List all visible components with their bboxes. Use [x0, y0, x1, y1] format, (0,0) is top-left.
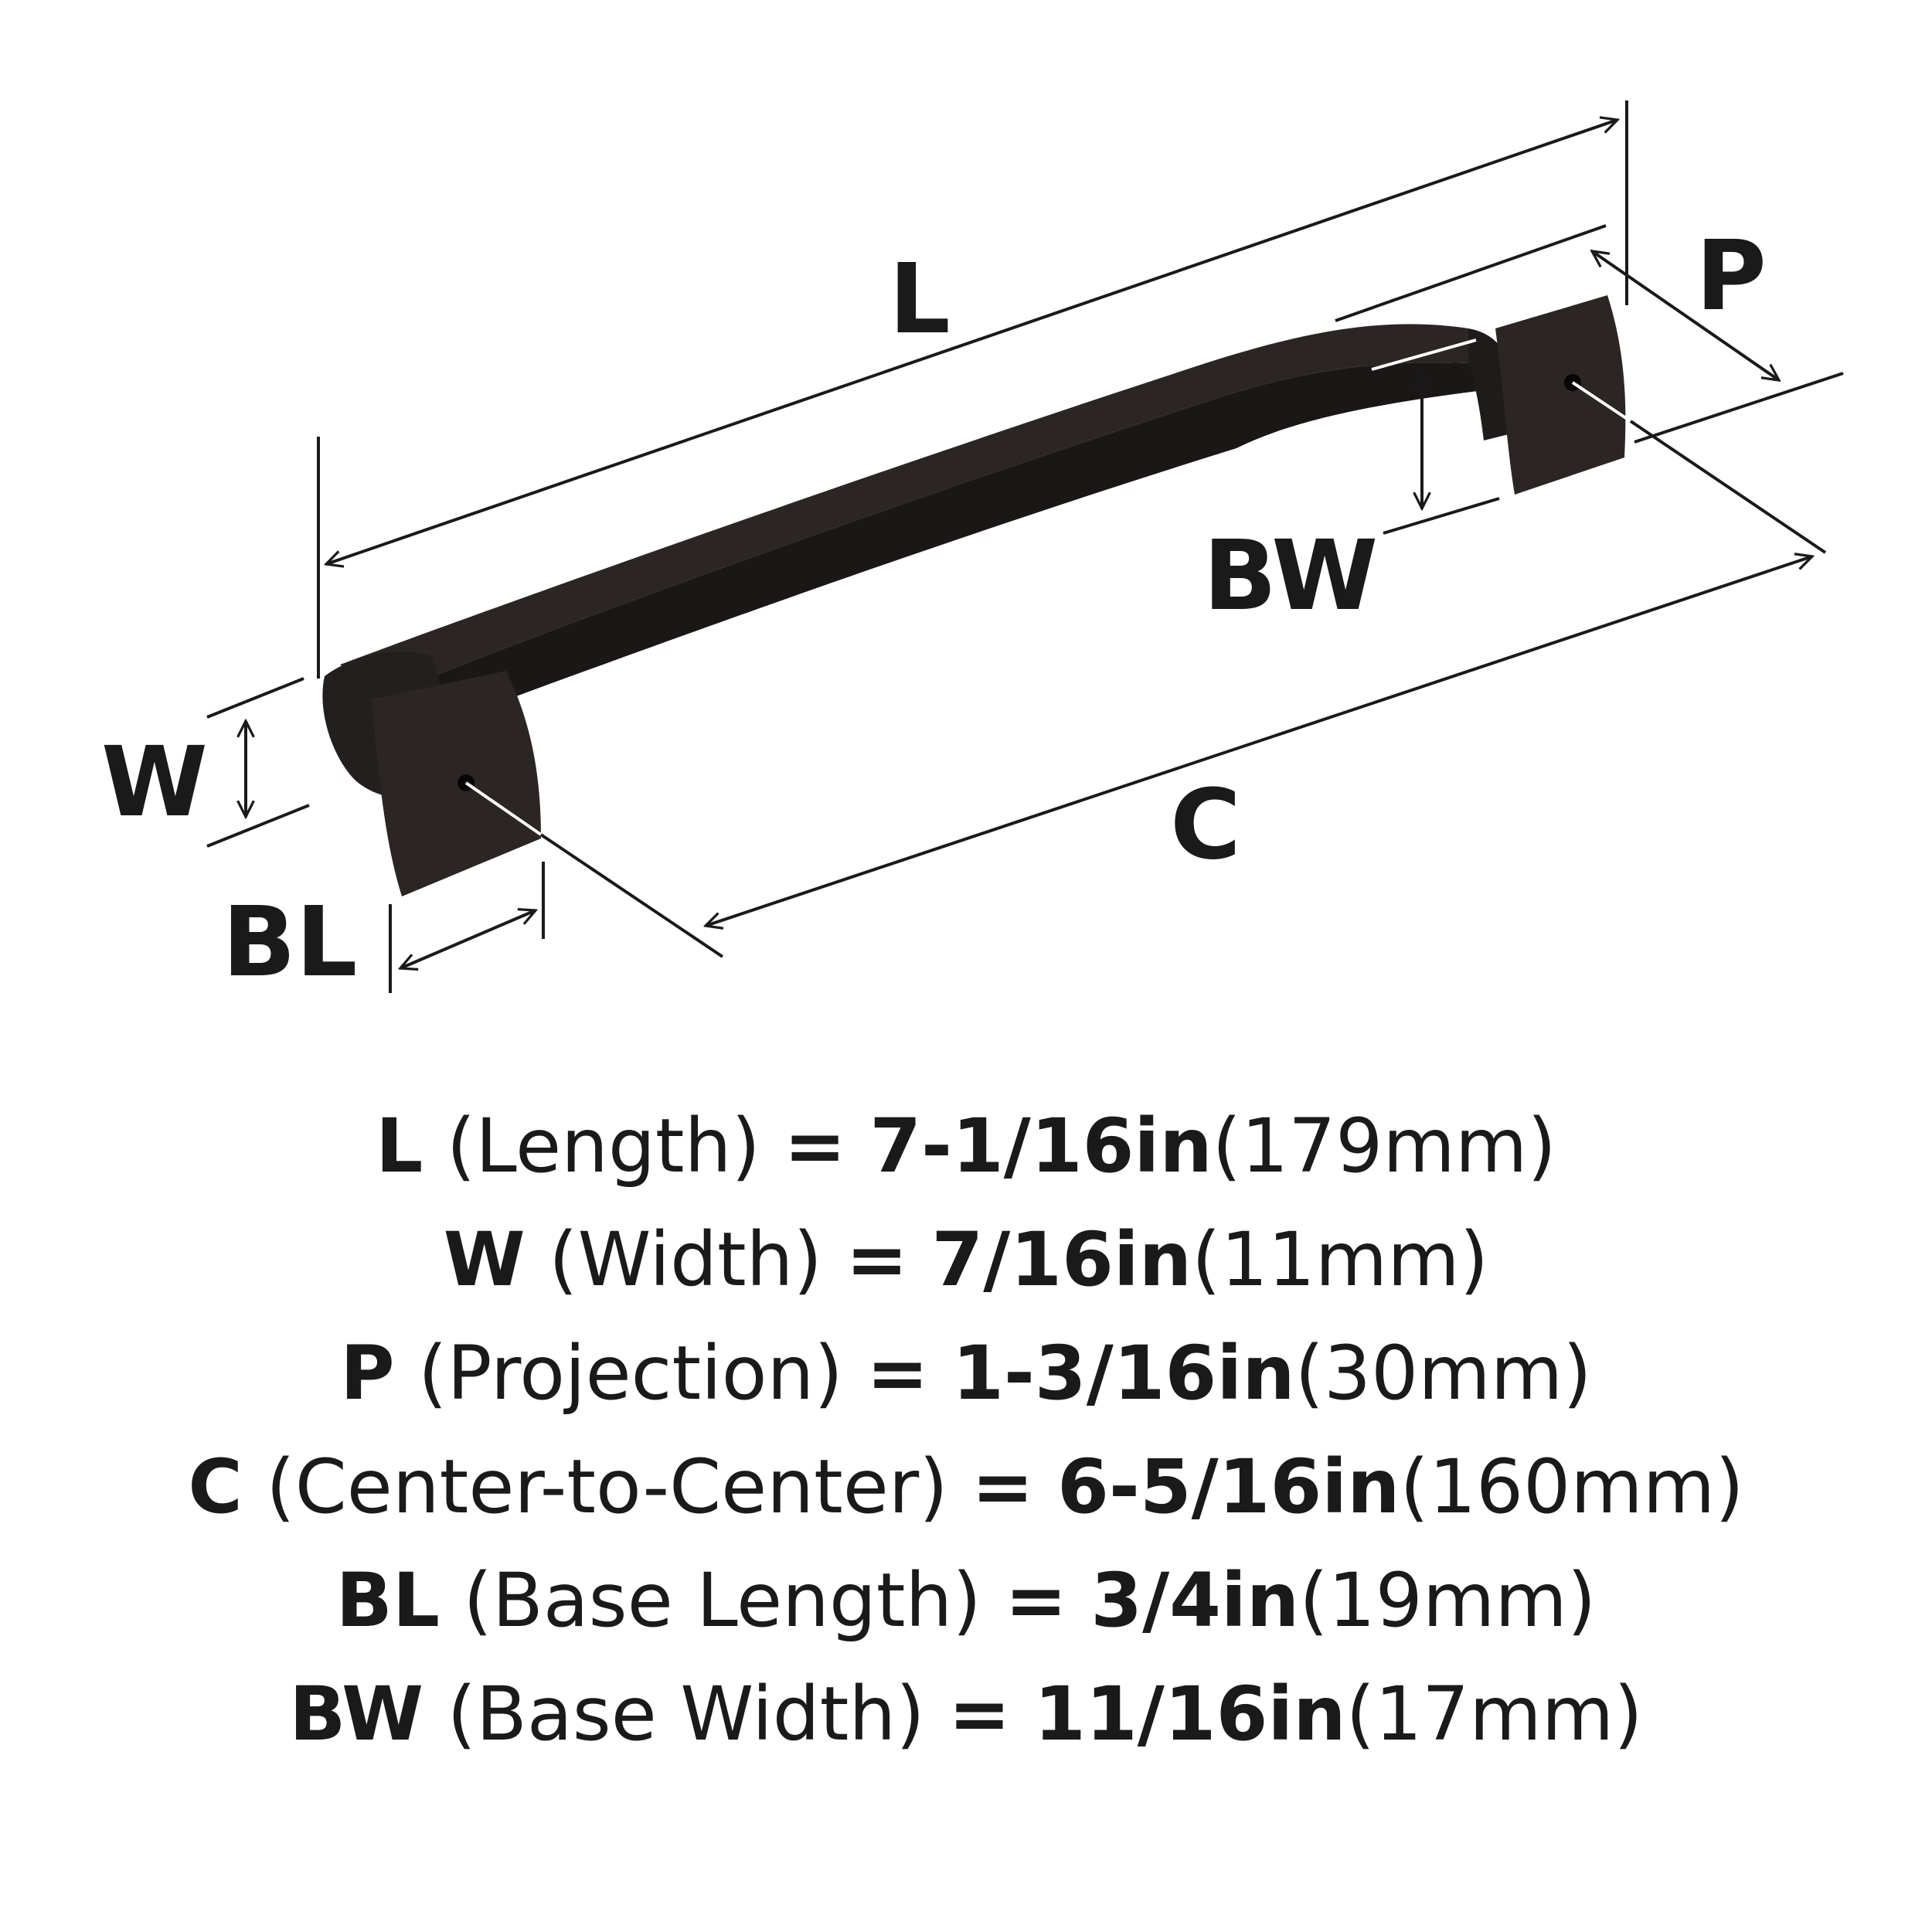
BL-dim-line: [400, 910, 536, 968]
P-ext-top: [1335, 224, 1607, 322]
dimension-diagram: L W P C BL BW: [101, 100, 1844, 998]
spec-row-base-width: BW (Base Width) = 11/16in(17mm): [0, 1658, 1932, 1771]
spec-row-center-to-center: C (Center-to-Center) = 6-5/16in(160mm): [0, 1430, 1932, 1544]
spec-name: (Length): [446, 1103, 760, 1189]
spec-imperial: 7/16in: [931, 1216, 1192, 1303]
spec-metric: (19mm): [1299, 1557, 1597, 1644]
spec-imperial: 1-3/16in: [952, 1330, 1295, 1417]
label-L: L: [889, 243, 951, 355]
P-ext-right: [1634, 372, 1844, 444]
BW-ext-bottom: [1383, 497, 1500, 535]
C-dim-line: [706, 556, 1812, 926]
spec-equals: =: [1005, 1557, 1067, 1644]
left-base: [371, 671, 541, 896]
spec-imperial: 6-5/16in: [1057, 1444, 1400, 1530]
spec-name: (Width): [549, 1216, 822, 1303]
spec-imperial: 11/16in: [1034, 1671, 1346, 1757]
handle-illustration: [322, 295, 1632, 896]
spec-metric: (160mm): [1400, 1444, 1744, 1530]
spec-name: (Base Width): [447, 1671, 925, 1757]
spec-imperial: 3/4in: [1090, 1557, 1300, 1644]
spec-metric: (17mm): [1345, 1671, 1643, 1757]
W-ext-top: [206, 677, 304, 719]
spec-code: W: [443, 1216, 526, 1303]
spec-equals: =: [866, 1330, 929, 1417]
spec-equals: =: [971, 1444, 1034, 1530]
spec-metric: (179mm): [1212, 1103, 1556, 1189]
C-ext-right: [1629, 420, 1827, 554]
spec-row-base-length: BL (Base Length) = 3/4in(19mm): [0, 1544, 1932, 1658]
spec-equals: =: [784, 1103, 846, 1189]
P-dim-line: [1592, 251, 1779, 380]
label-P: P: [1696, 220, 1767, 332]
label-BW: BW: [1203, 520, 1378, 632]
spec-row-length: L (Length) = 7-1/16in(179mm): [0, 1090, 1932, 1203]
spec-imperial: 7-1/16in: [869, 1103, 1213, 1189]
spec-name: (Projection): [418, 1330, 843, 1417]
spec-row-projection: P (Projection) = 1-3/16in(30mm): [0, 1317, 1932, 1430]
spec-metric: (30mm): [1294, 1330, 1592, 1417]
spec-metric: (11mm): [1192, 1216, 1489, 1303]
left-hole-axis: [464, 781, 543, 836]
W-ext-bottom: [206, 804, 310, 848]
spec-code: C: [188, 1444, 243, 1530]
spec-row-width: W (Width) = 7/16in(11mm): [0, 1203, 1932, 1317]
dimension-spec-list: L (Length) = 7-1/16in(179mm) W (Width) =…: [0, 1090, 1932, 1771]
right-base: [1495, 295, 1626, 495]
spec-equals: =: [948, 1671, 1011, 1757]
spec-name: (Center-to-Center): [266, 1444, 948, 1530]
L-dim-line: [326, 120, 1617, 564]
spec-code: BW: [289, 1671, 424, 1757]
label-W: W: [101, 726, 208, 838]
spec-code: L: [376, 1103, 423, 1189]
label-BL: BL: [223, 886, 358, 998]
spec-code: BL: [335, 1557, 440, 1644]
handle-bar: [340, 324, 1468, 696]
label-C: C: [1170, 769, 1241, 881]
spec-equals: =: [845, 1216, 908, 1303]
C-ext-left: [539, 833, 724, 958]
spec-code: P: [340, 1330, 395, 1417]
spec-name: (Base Length): [463, 1557, 981, 1644]
dimension-lines: [206, 100, 1844, 993]
